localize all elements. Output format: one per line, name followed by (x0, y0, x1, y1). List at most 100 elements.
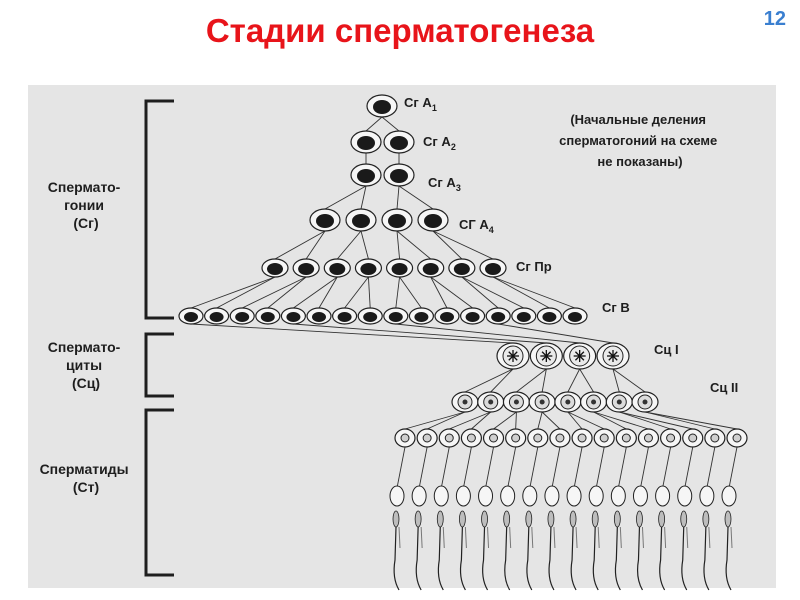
lineage-line (492, 276, 550, 309)
cell-sg-b (204, 307, 230, 325)
sperm-form (632, 446, 649, 591)
sperm-form (544, 446, 561, 591)
lineage-line (644, 411, 715, 430)
spermatids-label-line: (Ст) (73, 479, 99, 495)
cell-sg-b (229, 307, 255, 325)
cell-sg-b (332, 307, 358, 325)
stage-label-sg-a2-sub: 2 (451, 142, 456, 152)
lineage-line (579, 368, 594, 393)
stage-label-sg-a3-sub: 3 (456, 183, 461, 193)
sperm-form (677, 446, 694, 591)
cell-st (593, 428, 615, 448)
sperm-form (699, 446, 716, 591)
cell-sg-b (357, 307, 383, 325)
cell-sc-2 (631, 391, 659, 413)
cell-st (482, 428, 505, 448)
cell-st (527, 428, 549, 448)
lineage-line (336, 230, 362, 260)
cell-st (637, 428, 660, 448)
cell-sg-b (562, 307, 588, 325)
cell-sg-b (408, 307, 434, 325)
lineage-line (190, 276, 276, 309)
svg-text:Сперматиды (Ст): Сперматиды (Ст) (40, 461, 133, 495)
lineage-line (432, 230, 494, 260)
lineage-line (360, 185, 367, 210)
cell-sg-b (306, 307, 332, 325)
lineage-line (461, 276, 525, 309)
lineage-line (190, 323, 514, 344)
slide-title: Стадии сперматогенеза (205, 12, 595, 49)
lineage-line (396, 185, 400, 210)
lineage-line (404, 411, 466, 430)
lineage-line (399, 276, 422, 309)
stage-label-sc-2: Сц II (710, 380, 738, 395)
lineage-line (593, 411, 649, 430)
cell-st (549, 428, 571, 448)
cell-st (394, 428, 416, 448)
stage-label-sg-a1: Сг А (404, 95, 432, 110)
cell-sg-b (460, 307, 486, 325)
cell-sc-2 (605, 391, 633, 413)
lineage-line (293, 276, 338, 309)
cell-sg-pr (448, 258, 476, 278)
cell-sc-1 (529, 342, 563, 370)
lineage-line (567, 411, 605, 430)
lineage-line (293, 323, 547, 344)
lineage-line (395, 323, 580, 344)
cell-sg-b (536, 307, 563, 325)
lineage-line (324, 185, 367, 210)
cell-sg-a3 (350, 163, 382, 187)
cell-sg-b (280, 307, 306, 325)
note-line: (Начальные деления (570, 112, 706, 127)
sperm-form (588, 446, 605, 591)
lineage-line (360, 230, 369, 260)
cell-sg-a2 (350, 130, 382, 154)
sperm-form (433, 446, 450, 591)
svg-text:Сг А2: Сг А2 (423, 134, 456, 152)
cell-sg-b (255, 307, 281, 325)
lineage-line (644, 411, 738, 430)
cell-st (505, 428, 527, 448)
cell-sg-a4 (309, 208, 341, 232)
sperm-form (500, 446, 517, 591)
stage-label-sg-a3: Сг А (428, 175, 456, 190)
sperm-form (389, 446, 406, 591)
lineage-line (432, 230, 463, 260)
lineage-line (541, 368, 547, 393)
cell-sg-a4 (381, 208, 413, 232)
cell-sc-1 (563, 342, 597, 370)
lineage-line (367, 276, 371, 309)
lineage-line (216, 276, 276, 309)
stage-label-sg-pr: Сг Пр (516, 259, 552, 274)
lineage-lines (190, 116, 738, 430)
lineage-line (430, 276, 473, 309)
cell-sc-2 (477, 391, 505, 413)
sperm-form (566, 446, 583, 591)
cell-st (682, 428, 704, 448)
lineage-line (396, 230, 401, 260)
lineage-line (305, 230, 326, 260)
cell-sg-b (383, 307, 409, 325)
lineage-line (516, 368, 547, 393)
sperm-form (721, 446, 738, 591)
cell-st (659, 428, 682, 448)
lineage-line (492, 276, 576, 309)
cell-sc-2 (528, 391, 556, 413)
cell-sg-pr (323, 258, 351, 278)
note-line: сперматогоний на схеме (559, 133, 717, 148)
sperm-form (655, 446, 672, 591)
lineage-line (537, 411, 543, 430)
lineage-line (612, 368, 646, 393)
lineage-line (426, 411, 466, 430)
lineage-line (396, 230, 432, 260)
svg-text:Спермато- гонии (Сг): Спермато- гонии (Сг) (48, 179, 124, 231)
spermatids-bracket (144, 408, 174, 577)
cell-sg-b (178, 307, 204, 325)
cell-sg-pr (261, 258, 289, 278)
cell-sg-pr (417, 258, 445, 278)
spermatogonia-bracket (144, 99, 174, 320)
lineage-line (515, 411, 517, 430)
stage-label-sg-b: Сг В (602, 300, 630, 315)
lineage-line (318, 276, 338, 309)
